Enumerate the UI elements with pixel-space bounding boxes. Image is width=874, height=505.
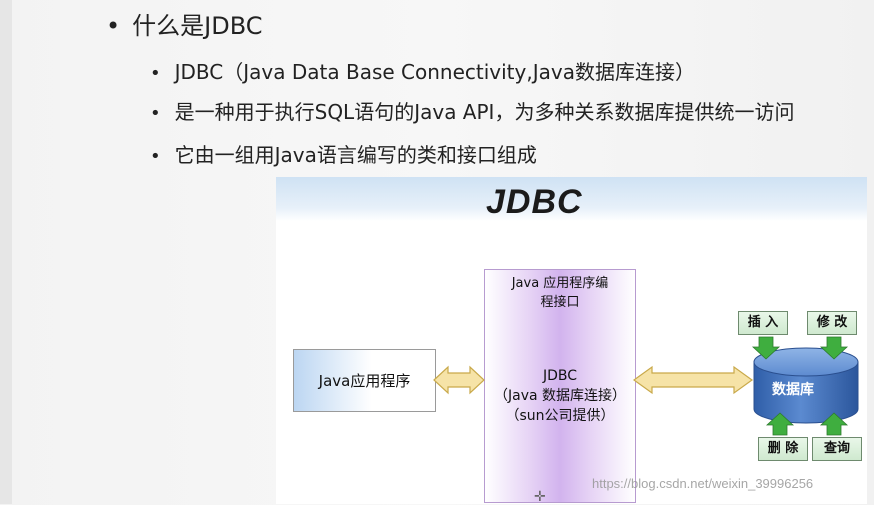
green-arrow-query bbox=[819, 412, 849, 436]
api-title-line: 程接口 bbox=[540, 295, 580, 310]
bullet-dot: • bbox=[106, 12, 121, 40]
api-column: Java 应用程序编 程接口 JDBC （Java 数据库连接） （sun公司提… bbox=[484, 269, 636, 503]
java-app-box: Java应用程序 bbox=[293, 349, 436, 412]
bullet-text: JDBC（Java Data Base Connectivity,Java数据库… bbox=[174, 60, 695, 84]
left-edge-shade bbox=[0, 0, 12, 504]
database-label: 数据库 bbox=[772, 382, 814, 398]
bullet-item: • JDBC（Java Data Base Connectivity,Java数据… bbox=[150, 56, 695, 85]
diagram-shapes bbox=[433, 336, 859, 436]
jdbc-line: JDBC bbox=[542, 368, 578, 384]
jdbc-description: JDBC （Java 数据库连接） （sun公司提供） bbox=[479, 366, 641, 426]
green-arrow-insert bbox=[751, 336, 781, 360]
double-arrow-right bbox=[632, 365, 754, 395]
heading-text: 什么是JDBC bbox=[132, 12, 263, 40]
green-arrow-delete bbox=[765, 412, 795, 436]
bullet-dot: • bbox=[150, 63, 161, 84]
jdbc-diagram: JDBC Java应用程序 Java 应用程序编 程接口 JDBC （Java … bbox=[276, 177, 867, 504]
db-op-insert: 插 入 bbox=[738, 311, 788, 335]
api-column-title: Java 应用程序编 程接口 bbox=[485, 274, 635, 312]
db-op-delete: 删 除 bbox=[758, 437, 808, 461]
bullet-dot: • bbox=[150, 146, 161, 167]
bullet-item: • 是一种用于执行SQL语句的Java API，为多种关系数据库提供统一访问 bbox=[150, 96, 794, 125]
java-app-label: Java应用程序 bbox=[318, 372, 411, 390]
jdbc-line: （Java 数据库连接） bbox=[493, 388, 627, 404]
watermark: https://blog.csdn.net/weixin_39996256 bbox=[592, 476, 814, 491]
db-op-query: 查询 bbox=[812, 437, 862, 461]
api-title-line: Java 应用程序编 bbox=[511, 276, 609, 291]
mouse-cursor-icon: ✛ bbox=[534, 489, 546, 505]
jdbc-line: （sun公司提供） bbox=[505, 408, 615, 424]
double-arrow-left bbox=[433, 365, 485, 395]
bullet-item: • 它由一组用Java语言编写的类和接口组成 bbox=[150, 139, 537, 168]
slide-heading: • 什么是JDBC bbox=[106, 6, 263, 41]
title-band bbox=[276, 177, 867, 221]
diagram-title: JDBC bbox=[486, 183, 583, 221]
db-op-modify: 修 改 bbox=[807, 311, 857, 335]
bullet-text: 是一种用于执行SQL语句的Java API，为多种关系数据库提供统一访问 bbox=[174, 100, 795, 124]
bullet-text: 它由一组用Java语言编写的类和接口组成 bbox=[174, 143, 537, 167]
bullet-dot: • bbox=[150, 103, 161, 124]
green-arrow-modify bbox=[819, 336, 849, 360]
